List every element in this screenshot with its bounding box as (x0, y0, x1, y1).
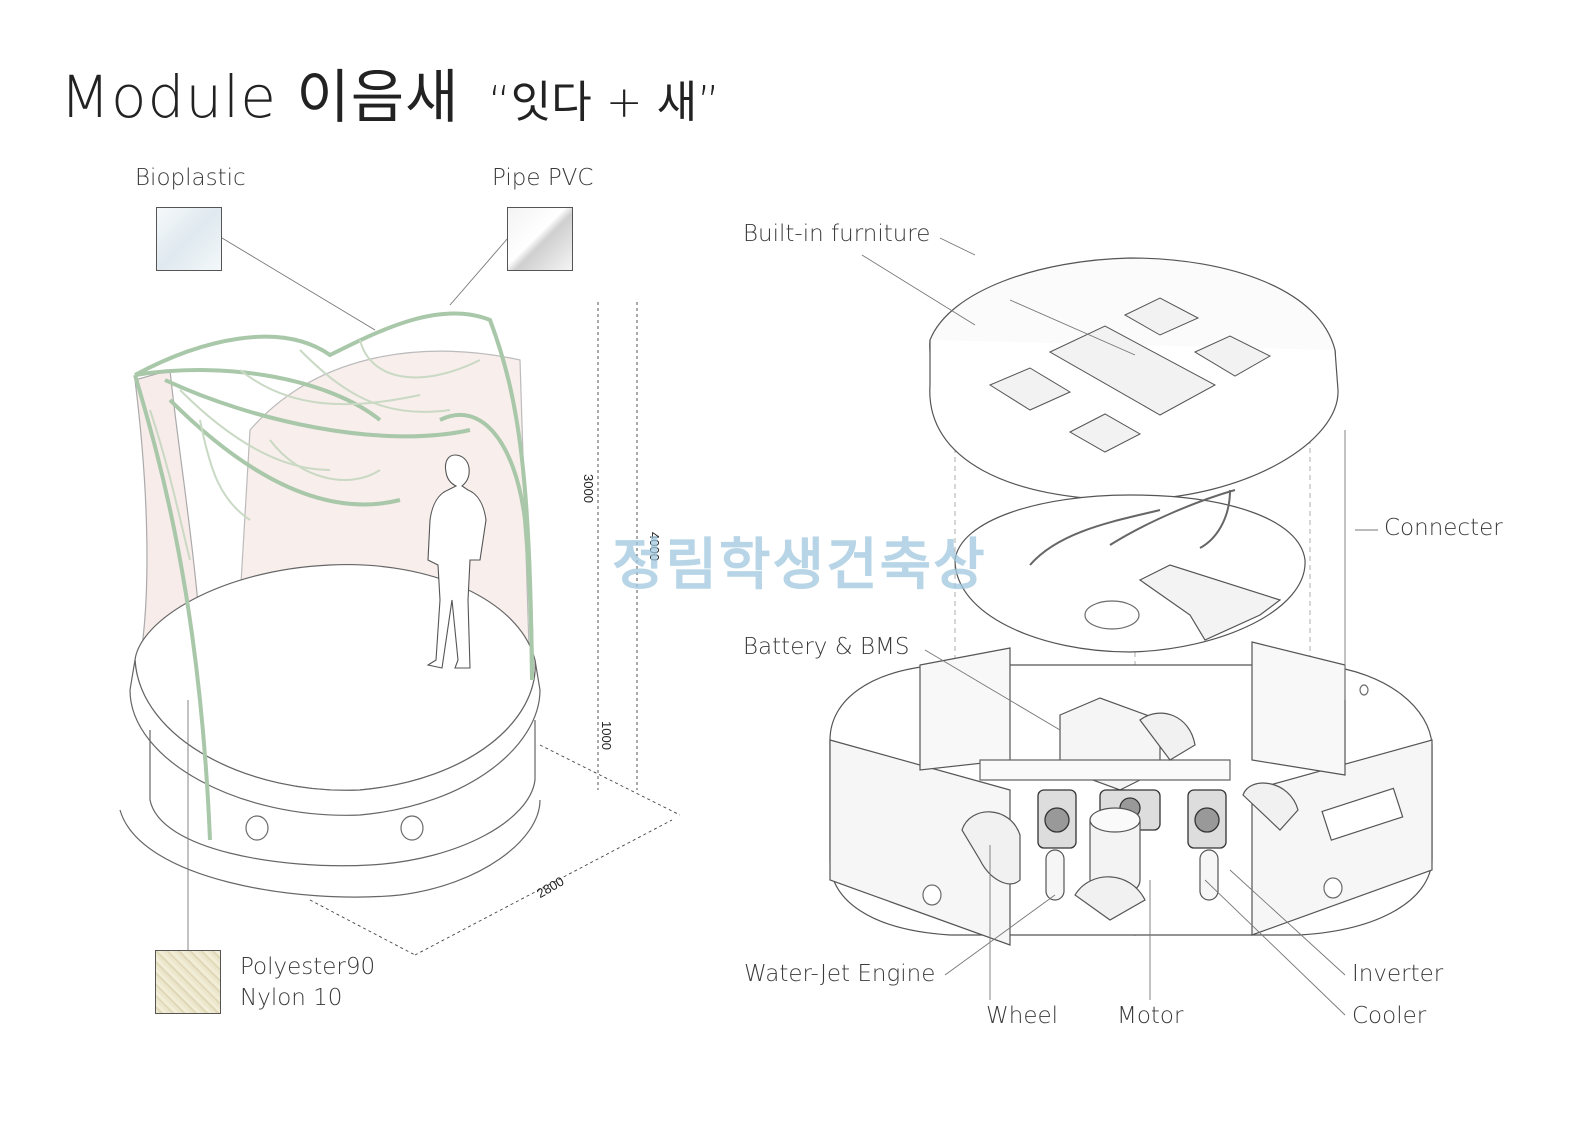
porthole (245, 815, 269, 841)
label-bioplastic: Bioplastic (135, 165, 246, 191)
connector-hose (1029, 489, 1236, 566)
module-drawing (119, 237, 681, 956)
wheels (961, 712, 1299, 921)
bioplastic-veins (149, 339, 481, 561)
module-base (149, 720, 536, 867)
pvc-frame (133, 311, 534, 841)
label-fabric-line1: Polyester90 (240, 954, 376, 980)
page-title: Module 이음새 (60, 63, 460, 131)
label-inverter: Inverter (1352, 961, 1444, 987)
pipe-pvc-swatch (507, 207, 573, 271)
furniture-boxes (988, 297, 1272, 453)
fabric-swatch (155, 950, 221, 1014)
back-panel-right (1251, 641, 1346, 776)
label-battery-bms: Battery & BMS (743, 634, 910, 660)
label-connecter: Connecter (1384, 515, 1503, 541)
plate-hole (1084, 600, 1140, 630)
label-water-jet-engine: Water-Jet Engine (744, 961, 936, 987)
back-panel-left (919, 647, 1011, 771)
module-deck-edge (129, 659, 541, 816)
label-built-in-furniture: Built-in furniture (743, 221, 931, 247)
vent-slot (1321, 787, 1404, 841)
jet-tubes (1045, 849, 1219, 901)
intake-duct (1138, 564, 1282, 641)
dimension-lines (309, 302, 681, 956)
front-panel-left (829, 739, 1011, 946)
porthole (400, 815, 424, 841)
label-fabric-line2: Nylon 10 (240, 985, 343, 1011)
base-drawing (829, 237, 1433, 1016)
connector-plate (954, 494, 1306, 653)
page-subtitle: “잇다 + 새” (488, 77, 720, 128)
label-pipe-pvc: Pipe PVC (492, 165, 594, 191)
dimension-height-upper: 3000 (581, 474, 596, 503)
label-motor: Motor (1117, 1003, 1184, 1029)
dimension-height-base: 1000 (599, 721, 614, 750)
label-wheel: Wheel (986, 1003, 1059, 1029)
bioplastic-swatch (156, 207, 222, 271)
leader-lines (187, 237, 509, 950)
front-panel-right (1251, 739, 1433, 936)
label-cooler: Cooler (1352, 1003, 1427, 1029)
leader-lines (861, 237, 1378, 1016)
human-silhouette (426, 454, 487, 669)
watermark: 정림학생건축상 (612, 533, 987, 598)
